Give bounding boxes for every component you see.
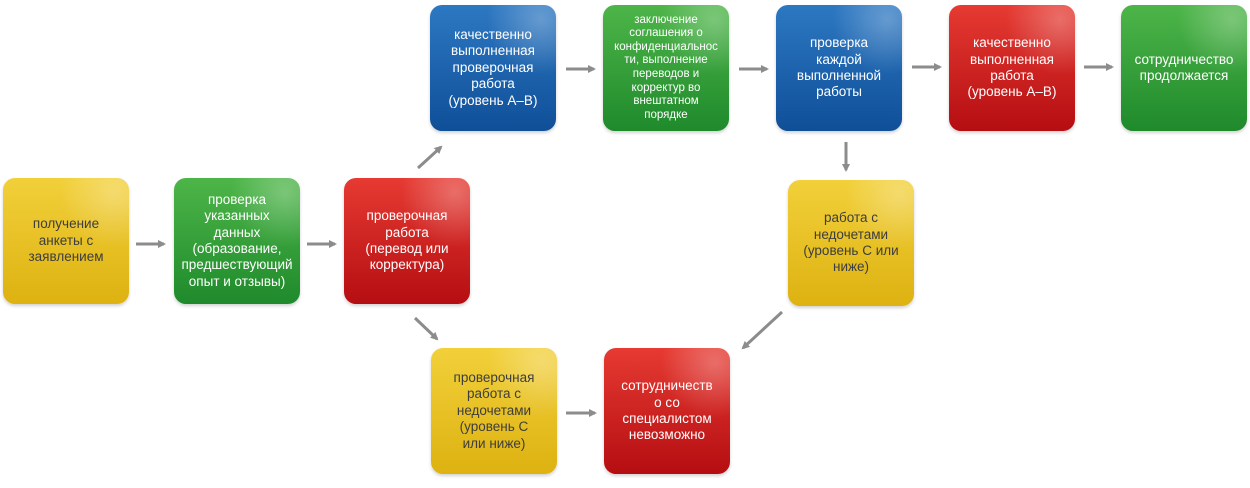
node-quality-work-label: качественно выполненная работа (уровень … [967, 35, 1057, 100]
node-application-label: получение анкеты с заявлением [28, 216, 104, 265]
node-cooperation-impossible-label: сотрудничеств о со специалистом невозмож… [621, 378, 713, 443]
node-agreement-label: заключение соглашения о конфиденциальнос… [614, 13, 718, 121]
arrow-work-defects-to-impossible [741, 310, 784, 350]
node-quality-test: качественно выполненная проверочная рабо… [430, 5, 556, 131]
node-quality-test-label: качественно выполненная проверочная рабо… [448, 26, 538, 108]
node-verify-data: проверка указанных данных (образование, … [174, 178, 300, 304]
arrow-test-to-defects [413, 316, 439, 341]
node-test-work: проверочная работа (перевод или корректу… [344, 178, 470, 304]
arrow-test-to-quality [416, 145, 443, 170]
node-check-each: проверка каждой выполненной работы [776, 5, 902, 131]
node-application: получение анкеты с заявлением [3, 178, 129, 304]
node-agreement: заключение соглашения о конфиденциальнос… [603, 5, 729, 131]
node-check-each-label: проверка каждой выполненной работы [796, 35, 882, 100]
node-test-work-label: проверочная работа (перевод или корректу… [365, 208, 449, 273]
node-work-defects-label: работа с недочетами (уровень С или ниже) [803, 210, 899, 275]
node-test-defects-label: проверочная работа с недочетами (уровень… [453, 369, 535, 451]
node-quality-work: качественно выполненная работа (уровень … [949, 5, 1075, 131]
node-cooperation-continues-label: сотрудничество продолжается [1134, 51, 1234, 83]
node-test-defects: проверочная работа с недочетами (уровень… [431, 348, 557, 474]
node-cooperation-continues: сотрудничество продолжается [1121, 5, 1247, 131]
node-cooperation-impossible: сотрудничеств о со специалистом невозмож… [604, 348, 730, 474]
node-work-defects: работа с недочетами (уровень С или ниже) [788, 180, 914, 306]
node-verify-data-label: проверка указанных данных (образование, … [181, 191, 293, 289]
